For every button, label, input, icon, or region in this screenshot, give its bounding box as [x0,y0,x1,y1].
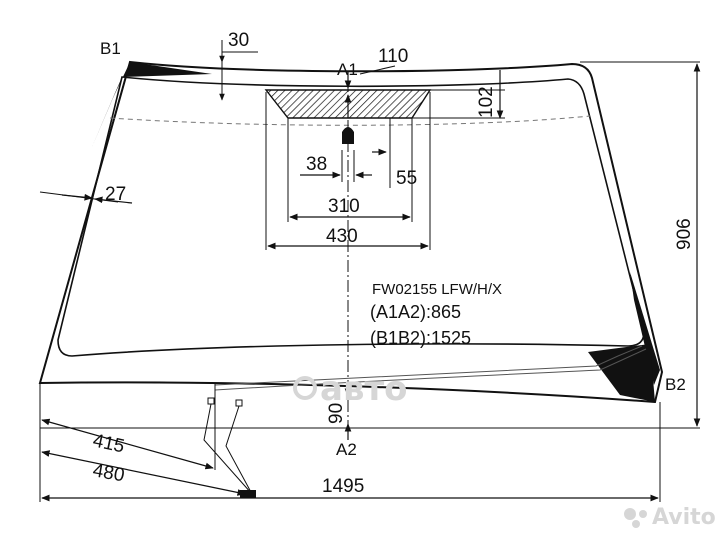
dim-1495: 1495 [322,476,364,497]
part-code: FW02155 LFW/H/X [372,281,502,298]
svg-text:Avito: Avito [652,505,716,530]
dim-415-line [41,418,214,470]
label-b1: B1 [100,39,121,58]
heater-trace-2 [214,348,647,391]
corner-watermark: Avito [624,505,716,530]
dim-38: 38 [306,154,327,175]
dim-415: 415 [91,430,126,457]
connector-plug [240,490,256,498]
dim-480: 480 [91,460,126,486]
dim-310: 310 [328,196,360,217]
dim-30: 30 [228,30,249,51]
dim-90: 90 [326,403,347,424]
label-a1: A1 [337,60,358,79]
dim-102: 102 [476,86,497,118]
label-b2: B2 [665,375,686,394]
shade-band-line [109,115,591,126]
dim-906: 906 [674,218,695,250]
dim-27: 27 [105,184,126,205]
dim-55: 55 [396,168,417,189]
svg-text:авто: авто [320,369,408,409]
top-left-black-band [112,62,212,100]
dim-110: 110 [378,46,408,67]
label-a2: A2 [336,440,357,459]
connector-pad-right [235,399,243,407]
connector-pad-left [207,397,215,405]
glass-inner-edge [57,76,645,357]
spec-a1a2: (A1A2):865 [370,302,461,322]
dim-480-line [41,450,246,496]
bottom-right-black-band [588,344,655,402]
right-black-band [630,272,660,385]
left-black-band [92,77,122,147]
dim-430: 430 [326,226,358,247]
center-watermark: авто [293,369,408,409]
spec-b1b2: (B1B2):1525 [370,328,471,348]
heater-trace [214,345,643,386]
